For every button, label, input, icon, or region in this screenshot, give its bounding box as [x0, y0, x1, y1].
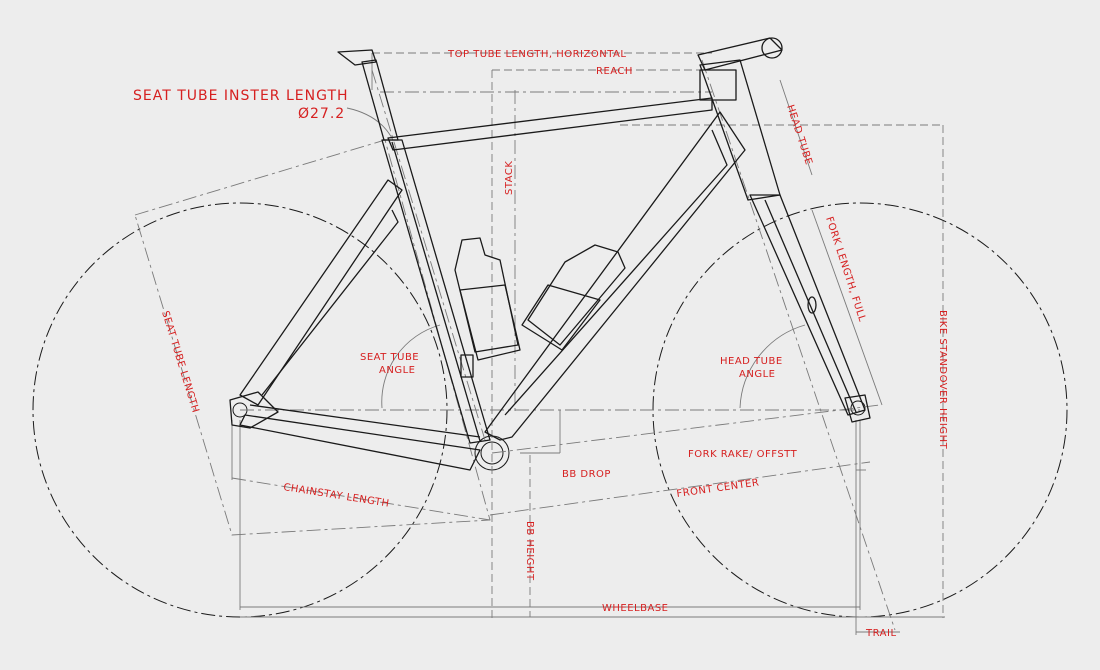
label-top-tube-length: TOP TUBE LENGTH, HORIZONTAL	[447, 49, 626, 60]
stem	[697, 37, 783, 71]
seat-tube-axis	[371, 69, 486, 441]
front-derailleur-mount	[460, 354, 474, 378]
fork-inner	[764, 199, 857, 413]
seatpost	[361, 59, 399, 141]
fork-rake-dim	[491, 404, 881, 454]
label-fork-rake: FORK RAKE/ OFFSTT	[688, 449, 798, 460]
label-seat-tube-angle-1: SEAT TUBE	[360, 352, 419, 363]
cable-port	[807, 296, 817, 314]
head-tube-axis	[701, 59, 896, 631]
bottle-cage-seat-tube	[459, 284, 521, 361]
label-head-tube: HEAD TUBE	[784, 104, 814, 167]
seat-tube-length-box	[134, 139, 491, 536]
label-chainstay-length: CHAINSTAY LENGTH	[283, 482, 391, 510]
fork-dropout	[844, 394, 871, 423]
headset-spacers	[699, 69, 737, 101]
seat-stay-2	[261, 209, 399, 396]
label-seat-tube-length: SEAT TUBE LENGTH	[159, 310, 201, 415]
bottle-seat-tube	[454, 237, 519, 353]
rear-dropout	[229, 391, 279, 429]
front-axle	[850, 400, 866, 416]
front-center-dim	[489, 461, 871, 516]
seat-tube-inner	[391, 141, 481, 442]
chain-stay	[239, 414, 481, 471]
seat-insert-leader	[346, 107, 394, 141]
head-tube-dim-ext	[779, 79, 813, 176]
label-stack: STACK	[504, 161, 515, 195]
top-tube	[387, 97, 713, 151]
saddle-clamp	[337, 49, 377, 66]
bottle-cage-down-tube	[521, 284, 601, 351]
label-bb-drop: BB DROP	[562, 469, 611, 480]
label-seat-tube-angle-2: ANGLE	[379, 365, 415, 376]
label-front-center: FRONT CENTER	[676, 477, 760, 500]
down-tube	[484, 111, 746, 441]
label-reach: REACH	[596, 66, 633, 77]
label-trail: TRAIL	[865, 628, 897, 639]
fork	[749, 194, 866, 416]
bottle-down-tube	[527, 244, 626, 346]
label-seat-tube-insert-length: SEAT TUBE INSTER LENGTH	[133, 88, 349, 104]
stem-clamp	[761, 37, 783, 59]
head-tube-angle-arc	[739, 324, 806, 409]
label-head-tube-angle-1: HEAD TUBE	[720, 356, 783, 367]
label-bike-standover-height: BIKE STANDOVER HEIGHT	[937, 310, 948, 450]
label-bb-height: BB HEIGHT	[524, 521, 535, 581]
down-tube-inner	[504, 129, 728, 416]
fork-length-dim	[811, 209, 883, 406]
seat-stay	[239, 179, 403, 406]
label-fork-length: FORK LENGTH, FULL	[823, 216, 867, 324]
chain-stay-2	[249, 404, 481, 438]
label-wheelbase: WHEELBASE	[602, 603, 668, 614]
label-seatpost-diameter: Ø27.2	[298, 106, 345, 122]
chainstay-dim	[231, 477, 491, 521]
seat-tube-angle-arc	[381, 324, 441, 409]
label-head-tube-angle-2: ANGLE	[739, 369, 775, 380]
